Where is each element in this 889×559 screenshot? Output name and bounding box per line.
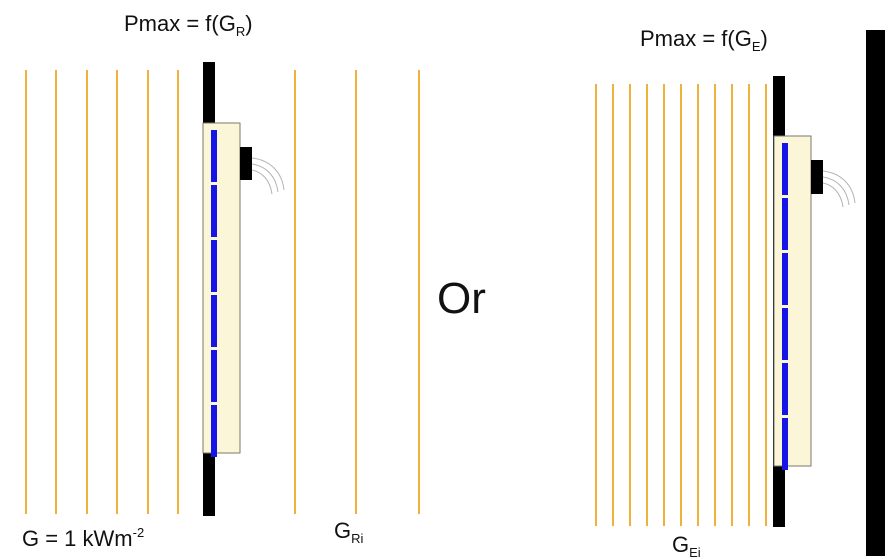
cable-left-1 bbox=[251, 157, 285, 191]
pv-cell bbox=[782, 308, 788, 360]
g-ei-label: GEi bbox=[672, 532, 701, 559]
pv-cell bbox=[211, 130, 217, 182]
irradiance-label: G = 1 kWm-2 bbox=[22, 525, 144, 551]
junction-box-icon bbox=[240, 147, 252, 180]
pv-cell bbox=[782, 198, 788, 250]
pv-cell bbox=[782, 363, 788, 415]
pv-module-left bbox=[202, 122, 241, 454]
pv-module-right bbox=[773, 135, 812, 467]
cable-right-3 bbox=[822, 182, 844, 208]
incident-rays-right bbox=[595, 84, 767, 526]
pv-cell bbox=[211, 295, 217, 347]
pv-module-icon bbox=[773, 135, 812, 470]
pv-cells-left bbox=[211, 130, 217, 457]
cable-left-3 bbox=[251, 169, 273, 195]
cable-icon bbox=[251, 157, 285, 195]
junction-box-right bbox=[811, 160, 823, 194]
pv-cell bbox=[211, 240, 217, 292]
pv-cells-right bbox=[782, 143, 788, 470]
pmax-equivalent-label: Pmax = f(GE) bbox=[640, 26, 768, 54]
pv-cell bbox=[211, 185, 217, 237]
g-ri-label: GRi bbox=[334, 518, 364, 546]
pv-cell bbox=[211, 405, 217, 457]
pv-cell bbox=[211, 350, 217, 402]
pmax-reference-label: Pmax = f(GR) bbox=[124, 11, 253, 39]
left-scene-reference-irradiance bbox=[25, 62, 420, 516]
junction-box-left bbox=[240, 147, 252, 180]
pv-module-icon bbox=[202, 122, 241, 457]
junction-box-icon bbox=[811, 160, 823, 194]
cable-right-2 bbox=[822, 176, 850, 206]
pv-cell bbox=[782, 418, 788, 470]
cable-right-1 bbox=[822, 170, 856, 204]
back-wall-right bbox=[866, 30, 885, 556]
incident-rays-left bbox=[25, 70, 179, 514]
or-label: Or bbox=[437, 274, 486, 323]
pv-cell bbox=[782, 143, 788, 195]
cable-left-2 bbox=[251, 163, 279, 193]
transmitted-rays-left bbox=[294, 70, 420, 514]
cable-icon bbox=[822, 170, 856, 208]
right-scene-equivalent-irradiance bbox=[595, 30, 885, 556]
pv-cell bbox=[782, 253, 788, 305]
